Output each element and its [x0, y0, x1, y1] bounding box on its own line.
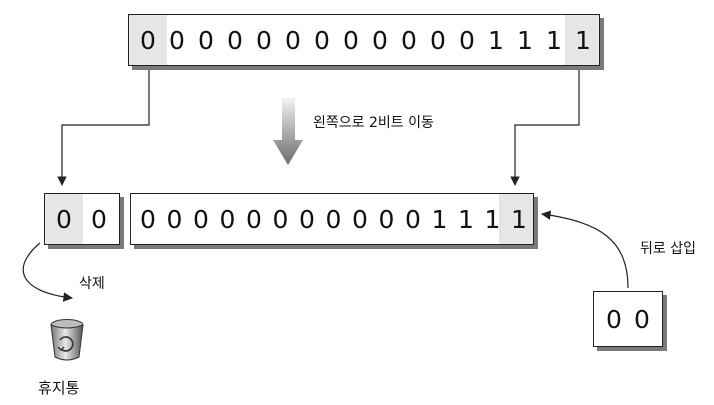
- bit-cell: 0: [430, 25, 446, 55]
- delete-arrow: [22, 242, 73, 302]
- bit-cell: 0: [227, 25, 243, 55]
- shift-label: 왼쪽으로 2비트 이동: [313, 115, 434, 131]
- bit-cell: 0: [256, 25, 272, 55]
- bit-cell: 0: [285, 25, 301, 55]
- right-drop-arrow: [510, 66, 580, 186]
- bit-cell: 1: [458, 204, 474, 234]
- bit-cell: 0: [56, 204, 72, 234]
- bit-cell: 0: [140, 204, 156, 234]
- bit-cell: 1: [511, 204, 527, 234]
- bit-cell: 0: [198, 25, 214, 55]
- insert-arrow: [541, 210, 629, 289]
- bit-cell: 1: [484, 204, 501, 234]
- bit-cell: 0: [606, 304, 622, 334]
- bit-cell: 0: [219, 204, 236, 234]
- bit-cell: 1: [431, 204, 448, 234]
- insert-label: 뒤로 삽입: [640, 241, 696, 257]
- bit-cell: 0: [91, 204, 107, 234]
- bit-cell: 0: [634, 304, 650, 334]
- recycle-bin-icon: [50, 319, 84, 361]
- bit-cell: 0: [352, 204, 368, 234]
- bit-cell: 0: [405, 204, 421, 234]
- delete-label: 삭제: [79, 276, 105, 292]
- bit-cell: 0: [378, 204, 395, 234]
- bit-cell: 0: [343, 25, 359, 55]
- bit-cell: 1: [575, 25, 591, 55]
- bit-cell: 0: [372, 25, 388, 55]
- trash-label: 휴지통: [38, 379, 80, 397]
- bit-cell: 0: [459, 25, 475, 55]
- bit-cell: 1: [488, 25, 504, 55]
- down-arrow-icon: [273, 98, 303, 165]
- left-drop-arrow: [57, 66, 150, 186]
- bit-cell: 1: [517, 25, 533, 55]
- bit-cell: 0: [299, 204, 315, 234]
- bit-cell: 0: [272, 204, 289, 234]
- bit-cell: 0: [325, 204, 342, 234]
- bit-cell: 0: [169, 25, 185, 55]
- bit-cell: 0: [193, 204, 209, 234]
- bit-cell: 1: [546, 25, 562, 55]
- bit-cell: 0: [166, 204, 183, 234]
- bit-cell: 0: [401, 25, 417, 55]
- bit-cell: 0: [140, 25, 156, 55]
- bit-cell: 0: [246, 204, 262, 234]
- bit-cell: 0: [314, 25, 330, 55]
